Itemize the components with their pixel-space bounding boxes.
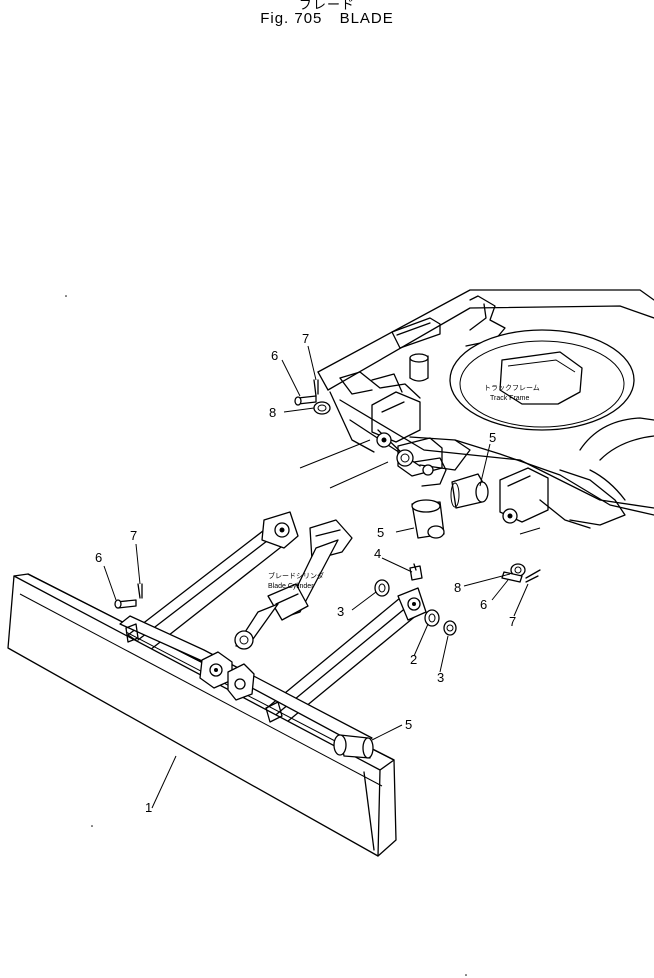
- title-japanese: ブレード: [298, 0, 355, 12]
- blade-cylinder: ブレードシリンダ Blade Cylinder: [234, 519, 353, 650]
- callout-2: 2: [410, 652, 417, 667]
- track-frame-label-en: Track Frame: [490, 395, 530, 402]
- callout-4: 4: [374, 546, 381, 561]
- callout-numbers: 6 7 8 5 5 4 3 2 3 8 6 7 6 7 5 1: [95, 331, 516, 815]
- blade-assembly: [7, 573, 397, 857]
- callout-1: 1: [145, 800, 152, 815]
- pin-blade-right: [333, 734, 374, 759]
- leader-lines: [103, 345, 529, 809]
- blade-cylinder-label-ja: ブレードシリンダ: [268, 571, 324, 580]
- track-frame: トラックフレーム Track Frame: [299, 289, 654, 535]
- callout-6-left: 6: [95, 550, 102, 565]
- callout-7-left: 7: [130, 528, 137, 543]
- figure-number: Fig. 705: [260, 10, 323, 27]
- callout-7-upper: 7: [302, 331, 309, 346]
- figure-caption: Fig. 705 BLADE: [0, 10, 654, 27]
- blade-cylinder-label-en: Blade Cylinder: [268, 583, 314, 590]
- callout-8-upper: 8: [269, 405, 276, 420]
- callout-3-mid: 3: [337, 604, 344, 619]
- callout-5-lower: 5: [405, 717, 412, 732]
- pin-upper-right: [450, 473, 489, 509]
- callout-3-right: 3: [437, 670, 444, 685]
- figure-title: BLADE: [339, 10, 394, 27]
- track-frame-label-ja: トラックフレーム: [484, 384, 540, 392]
- callout-5-upper: 5: [489, 430, 496, 445]
- callout-7-right: 7: [509, 614, 516, 629]
- callout-8-right: 8: [454, 580, 461, 595]
- pin-mid: [411, 499, 445, 539]
- scan-specks: [65, 295, 467, 976]
- callout-6-upper: 6: [271, 348, 278, 363]
- callout-6-right: 6: [480, 597, 487, 612]
- callout-5-mid: 5: [377, 525, 384, 540]
